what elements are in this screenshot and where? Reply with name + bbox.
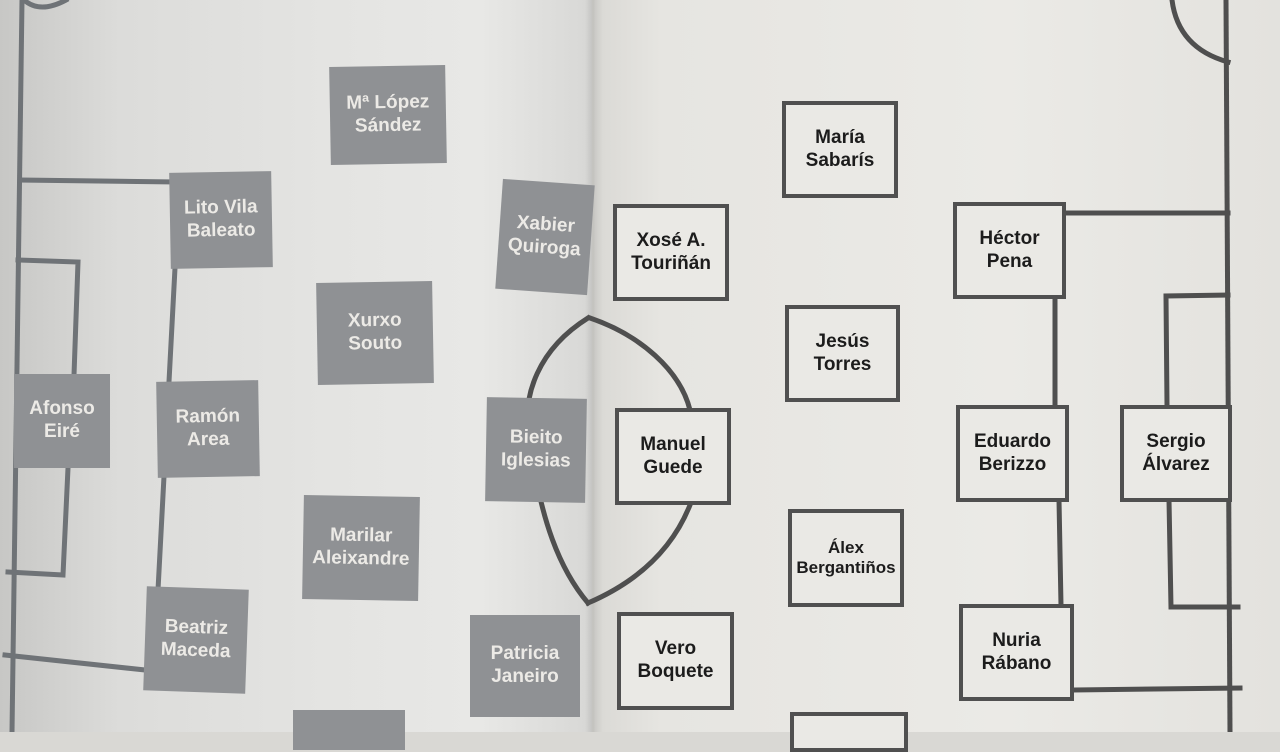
player-name: Sergio Álvarez (1142, 430, 1210, 475)
player-name: Eduardo Berizzo (973, 430, 1052, 475)
player-card: Marilar Aleixandre (302, 494, 420, 602)
player-name: Afonso Eiré (29, 398, 95, 442)
player-name: Patricia Janeiro (490, 643, 560, 687)
player-card: Manuel Guede (615, 408, 731, 505)
player-card: Xurxo Souto (316, 280, 434, 386)
player-card-partial (293, 710, 405, 750)
left-goalbox-top (15, 257, 81, 378)
right-touchline (1223, 0, 1233, 732)
right-goalbox-bottom (1166, 497, 1241, 610)
player-name: Xurxo Souto (347, 309, 403, 355)
player-card: Álex Bergantiños (788, 509, 904, 607)
player-card: Patricia Janeiro (470, 615, 580, 717)
left-corner-arc (20, 0, 70, 10)
player-card: Lito Vila Baleato (169, 171, 273, 269)
player-card: Ramón Area (156, 380, 260, 478)
player-name: Ramón Area (175, 405, 241, 451)
center-circle-right-bottom (584, 501, 694, 607)
player-card: Beatriz Maceda (143, 586, 249, 694)
player-name: Manuel Guede (640, 433, 706, 478)
player-name: Nuria Rábano (981, 629, 1052, 674)
player-name: Álex Bergantiños (796, 537, 896, 577)
player-card: Nuria Rábano (959, 604, 1074, 701)
player-name: Bieito Iglesias (500, 426, 571, 472)
player-name: Xosé A. Touriñán (631, 229, 711, 274)
player-name: María Sabarís (805, 126, 875, 171)
player-card: Vero Boquete (617, 612, 734, 710)
player-name: Mª López Sández (346, 91, 430, 137)
player-card: Xosé A. Touriñán (613, 204, 729, 301)
left-page (0, 0, 600, 732)
right-corner-arc (1169, 0, 1232, 66)
player-card: Xabier Quiroga (495, 178, 595, 296)
player-name: Vero Boquete (637, 638, 714, 682)
player-card: Afonso Eiré (14, 374, 110, 468)
player-card: Mª López Sández (329, 64, 447, 166)
left-penalty-top (17, 177, 178, 185)
player-card: Sergio Álvarez (1120, 405, 1232, 502)
left-touchline (9, 0, 25, 732)
player-card: Eduardo Berizzo (956, 405, 1069, 502)
right-goalbox-top (1163, 292, 1231, 408)
player-card: María Sabarís (782, 101, 898, 198)
book-gutter (585, 0, 603, 732)
right-penalty-bottom (1072, 685, 1243, 693)
center-circle-right-top (586, 314, 694, 414)
player-name: Beatriz Maceda (160, 616, 231, 663)
player-card: Jesús Torres (785, 305, 900, 402)
player-card: Héctor Pena (953, 202, 1066, 299)
player-name: Jesús Torres (813, 330, 872, 375)
player-name: Marilar Aleixandre (312, 524, 410, 570)
player-name: Lito Vila Baleato (183, 196, 258, 242)
player-name: Héctor Pena (979, 227, 1040, 272)
right-link-eduardo-nuria (1056, 497, 1064, 608)
player-card: Bieito Iglesias (485, 397, 587, 503)
left-penalty-bottom (2, 652, 148, 673)
left-goalbox-bottom (5, 465, 71, 578)
player-card-partial (790, 712, 908, 752)
player-name: Xabier Quiroga (507, 212, 582, 261)
